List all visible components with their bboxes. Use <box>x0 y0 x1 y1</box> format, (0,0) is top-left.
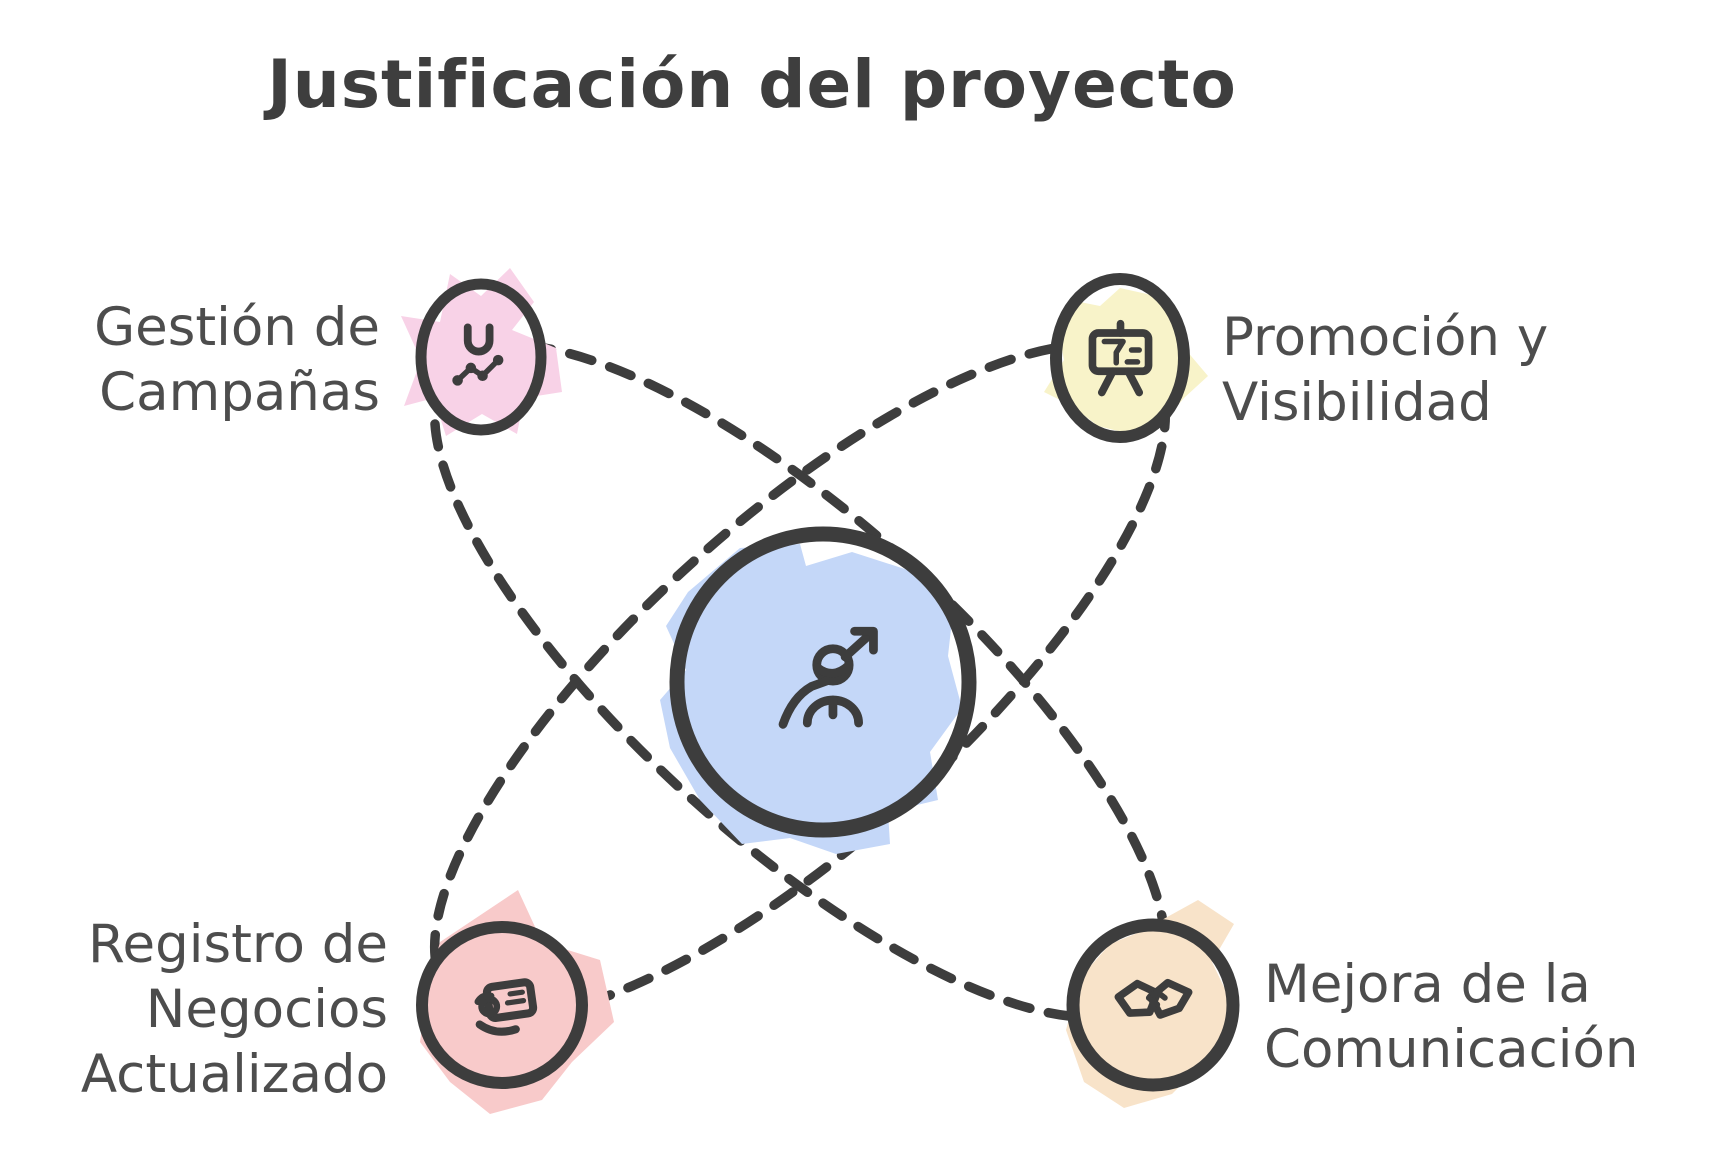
label-line: Registro de <box>88 914 388 975</box>
handshake-icon <box>1114 978 1193 1019</box>
growth-person-icon <box>778 626 878 729</box>
diagram-ink <box>401 268 1240 1114</box>
bottomleft-circle-ring <box>416 921 588 1089</box>
label-line: Mejora de la <box>1264 954 1591 1015</box>
bottomright-circle-ring <box>1066 918 1240 1092</box>
center-blob <box>660 544 962 854</box>
label-line: Comunicación <box>1264 1019 1639 1080</box>
presentation-board-icon <box>1088 319 1153 397</box>
label-gestion-campanas: Gestión de Campañas <box>94 295 380 425</box>
topright-circle-ring <box>1050 273 1190 443</box>
node-center <box>660 526 977 854</box>
label-line: Actualizado <box>80 1044 388 1105</box>
label-promocion-visibilidad: Promoción y Visibilidad <box>1222 305 1548 435</box>
label-line: Visibilidad <box>1222 372 1492 433</box>
node-promocion-visibilidad <box>1044 273 1208 443</box>
id-card-hand-icon <box>474 978 538 1036</box>
magnet-analytics-icon <box>452 323 504 386</box>
label-line: Negocios <box>145 979 388 1040</box>
node-mejora-comunicacion <box>1066 900 1240 1108</box>
label-mejora-comunicacion: Mejora de la Comunicación <box>1264 952 1638 1082</box>
topleft-circle-ring <box>415 278 547 436</box>
center-circle-ring <box>669 526 977 838</box>
label-line: Gestión de <box>94 297 380 358</box>
page-title: Justificación del proyecto <box>267 46 1237 123</box>
label-line: Promoción y <box>1222 307 1549 368</box>
label-line: Campañas <box>99 362 380 423</box>
node-gestion-campanas <box>401 268 562 436</box>
node-registro-negocios <box>416 890 614 1114</box>
label-registro-negocios: Registro de Negocios Actualizado <box>81 912 388 1107</box>
